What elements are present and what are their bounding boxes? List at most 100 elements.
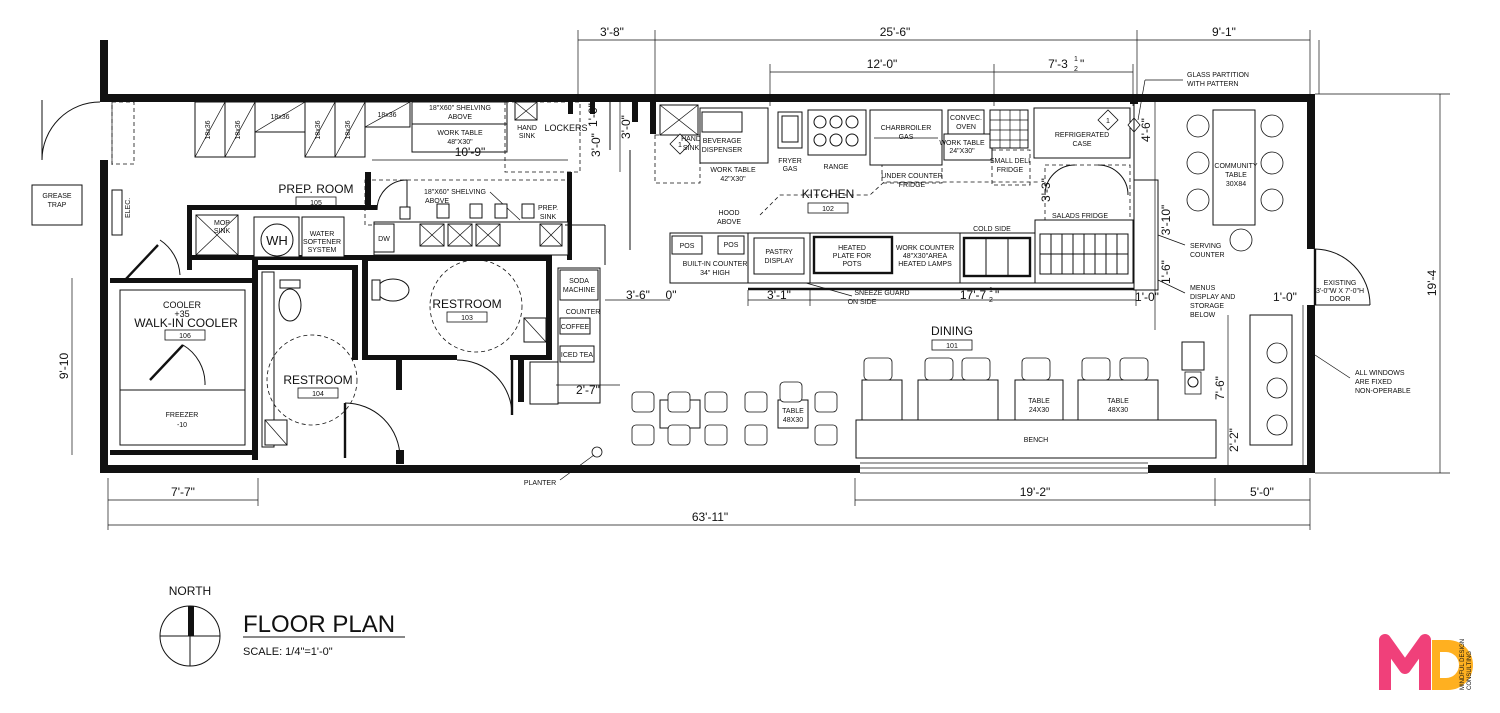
prep-room-number: 105 bbox=[310, 200, 322, 207]
drawing-scale: SCALE: 1/4"=1'-0" bbox=[243, 646, 333, 658]
walk-in-cooler: COOLER +35 WALK-IN COOLER 106 FREEZER -1… bbox=[110, 239, 258, 460]
work-table-2-label-2: 24"X30" bbox=[949, 148, 975, 155]
dim-7-3: 7'-3 bbox=[1048, 57, 1068, 71]
dim-2-7: 2'-7" bbox=[576, 383, 600, 397]
grease-trap: GREASE TRAP bbox=[31, 184, 83, 226]
dim-3-6: 3'-6" bbox=[626, 288, 650, 302]
shelving-prep-label-1: 18"X60" SHELVING bbox=[424, 189, 486, 196]
dim-3-0-v2: 3'-0" bbox=[619, 115, 633, 139]
prep-sink-label-1: PREP. bbox=[538, 205, 558, 212]
soda-label-2: MACHINE bbox=[563, 287, 596, 294]
salad-bins bbox=[1039, 233, 1129, 275]
dim-1-0b: 1'-0" bbox=[1273, 290, 1297, 304]
work-counter-label-2: 48"X30"AREA bbox=[903, 253, 948, 260]
dining-number: 101 bbox=[946, 343, 958, 350]
kitchen-left-wall bbox=[609, 102, 656, 250]
dim-12-0: 12'-0" bbox=[867, 57, 898, 71]
prep-sink-label-2: SINK bbox=[540, 214, 557, 221]
dim-half-num-2: 1 bbox=[989, 287, 993, 294]
dimension-lines: 3'-8" 25'-6" 9'-1" 12'-0" 7'-3 1 2 " 1'-… bbox=[57, 25, 1450, 530]
walk-in-cooler-name: WALK-IN COOLER bbox=[134, 316, 238, 330]
front-service-line: POS POS BUILT-IN COUNTER 34" HIGH PASTRY… bbox=[669, 219, 1136, 306]
dim-3-1: 3'-1" bbox=[767, 288, 791, 302]
glass-label-2: WITH PATTERN bbox=[1187, 81, 1238, 88]
work-table-top-label-1: WORK TABLE bbox=[437, 130, 483, 137]
hand-sink-label-2: SINK bbox=[519, 133, 536, 140]
kitchen-room-label: KITCHEN 102 HOOD ABOVE bbox=[717, 181, 1040, 226]
dim-inch-2: " bbox=[995, 288, 999, 302]
charbroiler-label-1: CHARBROILER bbox=[881, 125, 932, 132]
work-counter-label-1: WORK COUNTER bbox=[896, 245, 954, 252]
existing-label-3: DOOR bbox=[1330, 296, 1351, 303]
cooler-label-2: +35 bbox=[174, 309, 189, 319]
pos2-label: POS bbox=[724, 242, 739, 249]
shelving-top-label-1: 18"X60" SHELVING bbox=[429, 105, 491, 112]
restroom-103-name: RESTROOM bbox=[432, 297, 501, 311]
table-24-label-1: TABLE bbox=[1028, 398, 1050, 405]
serving-label-2: COUNTER bbox=[1190, 252, 1225, 259]
community-label-3: 30X84 bbox=[1226, 181, 1246, 188]
soda-label-1: SODA bbox=[569, 278, 589, 285]
dim-0: 0" bbox=[666, 288, 677, 302]
fryer-label-1: FRYER bbox=[778, 158, 802, 165]
shelf-label: 18x36 bbox=[315, 120, 322, 139]
dim-3-3: 3'-3" bbox=[1039, 178, 1053, 202]
dining-area: DINING 101 BENCH TABLE 24X30 TABLE 48X30… bbox=[524, 324, 1217, 487]
dim-1-0-v: 1'-0" bbox=[586, 103, 600, 127]
menus-label-2: DISPLAY AND bbox=[1190, 294, 1235, 301]
top-shelving: 18x36 18x36 18x36 18x36 18x36 18x36 18"X… bbox=[194, 101, 595, 173]
salads-fridge-label: SALADS FRIDGE bbox=[1052, 213, 1108, 220]
kitchen-name: KITCHEN bbox=[802, 187, 855, 201]
kitchen-back-line: 1 HAND SINK BEVERAGE DISPENSER WORK TABL… bbox=[654, 94, 1141, 221]
table-48-label-2: 48X30 bbox=[783, 417, 803, 424]
dim-3-0-v: 3'-0" bbox=[589, 133, 603, 157]
dw-label: DW bbox=[378, 236, 390, 243]
title-block: FLOOR PLAN SCALE: 1/4"=1'-0" bbox=[243, 611, 405, 658]
sneeze-label-2: ON SIDE bbox=[848, 299, 877, 306]
restroom-104-number: 104 bbox=[312, 391, 324, 398]
exterior-walls bbox=[100, 40, 1320, 474]
cold-side-label: COLD SIDE bbox=[973, 226, 1011, 233]
iced-tea-label: ICED TEA bbox=[561, 352, 593, 359]
convec-label-2: OVEN bbox=[956, 124, 976, 131]
shelf-label: 18x36 bbox=[270, 114, 289, 121]
lockers-label: LOCKERS bbox=[544, 123, 587, 133]
drawing-title: FLOOR PLAN bbox=[243, 611, 395, 638]
utility-area: MOP SINK WH WATER SOFTENER SYSTEM bbox=[190, 214, 378, 260]
equipment-tag: 1 bbox=[678, 142, 682, 149]
windows-note: ALL WINDOWS ARE FIXED NON-OPERABLE bbox=[1314, 354, 1411, 395]
grease-trap-label-1: GREASE bbox=[42, 193, 72, 200]
under-counter-label-1: UNDER COUNTER bbox=[881, 173, 942, 180]
walk-in-cooler-number: 106 bbox=[179, 333, 191, 340]
dim-9-1: 9'-1" bbox=[1212, 25, 1236, 39]
dim-1-0: 1'-0" bbox=[1135, 290, 1159, 304]
dim-half-den: 2 bbox=[1074, 66, 1078, 73]
refrigerated-label-1: REFRIGERATED bbox=[1055, 132, 1109, 139]
windows-label-3: NON-OPERABLE bbox=[1355, 388, 1411, 395]
grease-trap-label-2: TRAP bbox=[48, 202, 67, 209]
right-bench bbox=[1181, 314, 1293, 446]
dim-5-0: 5'-0" bbox=[1250, 485, 1274, 499]
menus-label-4: BELOW bbox=[1190, 312, 1216, 319]
table-48-label-1: TABLE bbox=[782, 408, 804, 415]
work-table-k-label-2: 42"X30" bbox=[720, 176, 746, 183]
hood-label-2: ABOVE bbox=[717, 219, 741, 226]
electrical-panel: ELEC. bbox=[111, 189, 132, 236]
community-table: COMMUNITY TABLE 30X84 bbox=[1186, 109, 1284, 252]
dim-half-den-2: 2 bbox=[989, 297, 993, 304]
shelf-label: 18x36 bbox=[377, 112, 396, 119]
beverage-label-2: DISPENSER bbox=[702, 147, 742, 154]
refrigerated-label-2: CASE bbox=[1072, 141, 1091, 148]
restroom-104: RESTROOM 104 bbox=[258, 265, 404, 464]
logo-text-2: CONSULTING bbox=[1467, 651, 1473, 690]
community-label-1: COMMUNITY bbox=[1214, 163, 1257, 170]
hood-label-1: HOOD bbox=[719, 210, 740, 217]
shelving-prep-label-2: ABOVE bbox=[425, 198, 449, 205]
existing-label-1: EXISTING bbox=[1324, 280, 1357, 287]
work-table-top-label-2: 48"X30" bbox=[447, 139, 473, 146]
windows-label-1: ALL WINDOWS bbox=[1355, 370, 1405, 377]
dim-10-9: 10'-9" bbox=[455, 145, 486, 159]
equipment-tag: 1 bbox=[1106, 118, 1110, 125]
hand-sink-k-label-2: SINK bbox=[683, 145, 700, 152]
pos-label: POS bbox=[680, 243, 695, 250]
